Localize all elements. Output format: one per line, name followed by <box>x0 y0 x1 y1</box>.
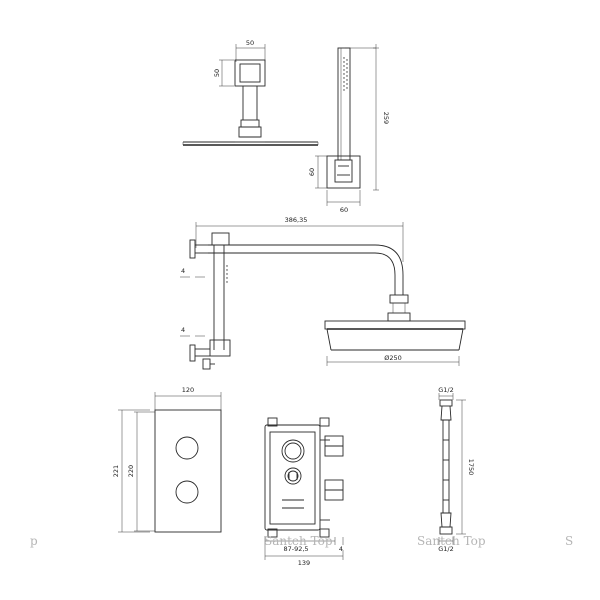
dim-panel-height-inner: 220 <box>127 465 135 477</box>
dim-body-depth-range: 87-92,5 <box>283 545 308 553</box>
dim-hose-top-thread: G1/2 <box>438 386 454 394</box>
watermark-row: p Santeh Top Santeh Top S <box>30 534 573 548</box>
dim-body-width: 139 <box>298 559 310 567</box>
watermark-right-fragment: S <box>565 534 573 548</box>
shower-hose-view: G1/2 1750 G1/2 <box>438 386 475 553</box>
thermostat-body-view: 87-92,5 4 139 <box>264 417 344 567</box>
dim-holder-height: 60 <box>308 168 316 176</box>
watermark-center: Santeh Top <box>264 534 333 548</box>
watermark-right: Santeh Top <box>417 534 486 548</box>
dim-shower-arm-width: 50 <box>246 39 254 47</box>
dim-holder-width: 60 <box>340 206 348 214</box>
dim-hose-length: 1750 <box>467 459 475 476</box>
dim-hand-shower-length: 259 <box>382 112 390 124</box>
dim-body-depth-small: 4 <box>339 545 343 553</box>
dim-offset-bottom: 4 <box>181 326 185 334</box>
dim-head-diameter: Ø250 <box>384 354 402 362</box>
watermark-left-fragment: p <box>30 534 38 548</box>
dim-panel-height-outer: 221 <box>112 465 120 477</box>
dim-hose-bottom-thread: G1/2 <box>438 545 454 553</box>
shower-set-side-view: 386,35 Ø250 4 <box>180 216 466 370</box>
dim-arm-length: 386,35 <box>285 216 308 224</box>
shower-head-top-view: 50 50 <box>182 39 319 146</box>
thermostat-panel-front-view: 120 221 220 <box>112 386 222 533</box>
hand-shower-side-view: 259 60 60 <box>308 44 390 214</box>
dim-panel-width: 120 <box>182 386 194 394</box>
dim-shower-arm-height: 50 <box>213 69 221 77</box>
hand-shower-nozzles <box>343 57 348 91</box>
dim-offset-top: 4 <box>181 267 185 275</box>
